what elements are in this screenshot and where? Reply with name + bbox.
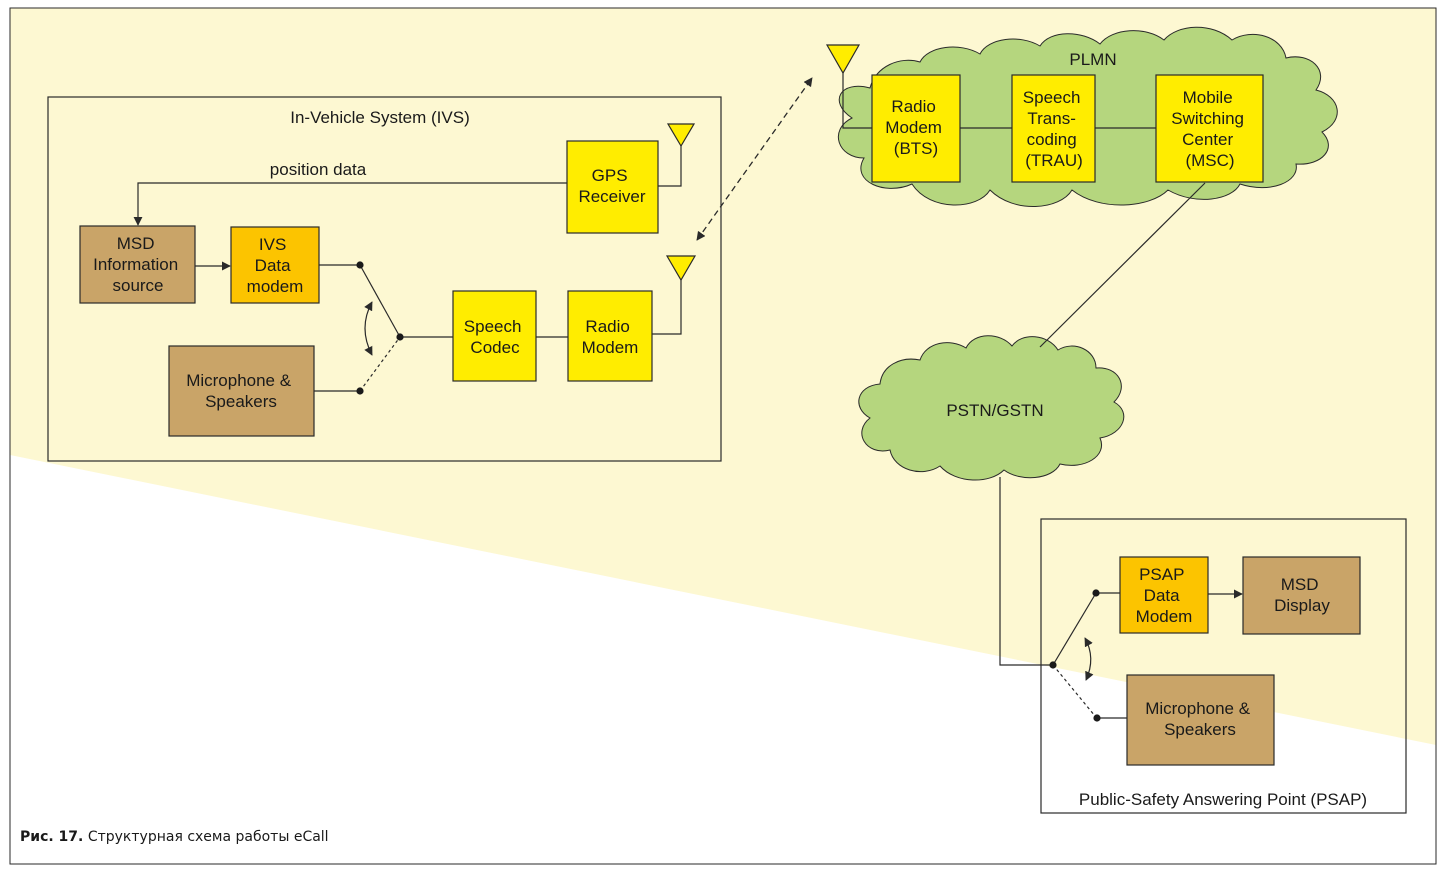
position-data-label: position data — [270, 160, 367, 179]
speech-codec-block — [452, 290, 537, 382]
gps-antenna-mast — [658, 138, 682, 187]
psap-switch-contact-bottom — [1093, 714, 1101, 722]
pstn-title: PSTN/GSTN — [946, 401, 1043, 420]
msd-information-source-block — [79, 225, 196, 304]
position-data-line — [133, 182, 567, 226]
psap-data-modem-line-3: Modem — [1136, 607, 1193, 626]
bts-line-3: (BTS) — [894, 139, 938, 158]
msc-to-pstn-line — [1039, 182, 1206, 348]
msc-line-2: Switching — [1171, 109, 1244, 128]
bts-antenna-icon — [825, 44, 861, 75]
ivs-data-modem-line-2: Data — [255, 256, 291, 275]
bts-line-2: Modem — [885, 118, 942, 137]
bts-block — [871, 74, 961, 183]
ivs-microphone-speakers-label: Microphone & Speakers — [186, 371, 296, 411]
ivs-switch-arrow — [364, 301, 373, 356]
ivs-radio-modem-block — [567, 290, 653, 382]
ivs-data-modem-line-3: modem — [247, 277, 304, 296]
outer-frame — [9, 7, 1437, 865]
msd-source-line-3: source — [112, 276, 163, 295]
ivs-radio-modem-line-1: Radio — [585, 317, 629, 336]
msd-source-line-2: Information — [93, 255, 178, 274]
ivs-radio-modem-label: Radio Modem — [582, 317, 639, 357]
pstn-cloud — [858, 335, 1125, 481]
psap-data-modem-line-1: PSAP — [1139, 565, 1184, 584]
psap-switch-contact-top — [1092, 589, 1100, 597]
radio-antenna-mast — [652, 278, 682, 335]
ivs-microphone-line-1: Microphone & — [186, 371, 292, 390]
ivs-switch-contact-top — [356, 261, 364, 269]
ivs-radio-antenna-icon — [665, 255, 697, 282]
ivs-radio-modem-line-2: Modem — [582, 338, 639, 357]
ivs-data-modem-block — [230, 226, 320, 304]
gps-receiver-line-2: Receiver — [578, 187, 645, 206]
caption-text: Структурная схема работы eCall — [83, 829, 329, 845]
ivs-microphone-speakers-block — [168, 345, 315, 437]
ivs-switch-open-contact — [359, 336, 401, 392]
speech-codec-label: Speech Codec — [464, 317, 526, 357]
msd-display-line-1: MSD — [1281, 575, 1319, 594]
ivs-data-modem-label: IVS Data modem — [247, 235, 304, 296]
ivs-frame — [47, 96, 722, 462]
speech-codec-line-1: Speech — [464, 317, 522, 336]
gps-receiver-line-1: GPS — [592, 166, 628, 185]
psap-microphone-speakers-block — [1126, 674, 1275, 766]
ivs-microphone-line-2: Speakers — [205, 392, 277, 411]
psap-data-modem-label: PSAP Data Modem — [1136, 565, 1193, 626]
msd-display-block — [1242, 556, 1361, 635]
pstn-to-psap-line — [999, 477, 1053, 666]
radio-link — [696, 77, 813, 241]
trau-line-1: Speech — [1023, 88, 1081, 107]
msc-block — [1155, 74, 1264, 183]
trau-line-4: (TRAU) — [1025, 151, 1083, 170]
msd-display-label: MSD Display — [1274, 575, 1330, 615]
psap-data-modem-line-2: Data — [1144, 586, 1180, 605]
msd-display-line-2: Display — [1274, 596, 1330, 615]
psap-microphone-speakers-label: Microphone & Speakers — [1145, 699, 1255, 739]
psap-switch-open-contact — [1052, 664, 1096, 717]
psap-title: Public-Safety Answering Point (PSAP) — [1079, 790, 1367, 809]
bts-antenna-mast — [842, 72, 872, 129]
trau-line-2: Trans- — [1027, 109, 1076, 128]
ivs-switch-common — [396, 333, 404, 341]
psap-microphone-line-1: Microphone & — [1145, 699, 1251, 718]
msc-line-3: Center — [1182, 130, 1233, 149]
trau-line-3: coding — [1027, 130, 1077, 149]
caption-prefix: Рис. 17. — [20, 829, 84, 845]
ivs-switch-blade — [359, 264, 401, 338]
msc-label: Mobile Switching Center (MSC) — [1171, 88, 1249, 170]
plmn-title: PLMN — [1069, 50, 1116, 69]
gps-receiver-block — [566, 140, 659, 234]
bts-line-1: Radio — [891, 97, 935, 116]
psap-switch-common — [1049, 661, 1057, 669]
figure-caption: Рис. 17. Структурная схема работы eCall — [20, 829, 329, 845]
psap-switch-blade — [1052, 592, 1097, 666]
msd-source-line-1: MSD — [117, 234, 155, 253]
psap-frame — [1040, 518, 1407, 814]
trau-block — [1011, 74, 1096, 183]
trau-label: Speech Trans- coding (TRAU) — [1023, 88, 1085, 170]
gps-receiver-label: GPS Receiver — [578, 166, 645, 206]
ivs-switch-contact-bottom — [356, 387, 364, 395]
bts-label: Radio Modem (BTS) — [885, 97, 946, 158]
psap-microphone-line-2: Speakers — [1164, 720, 1236, 739]
gps-antenna-icon — [666, 123, 696, 148]
msc-line-1: Mobile — [1183, 88, 1233, 107]
ivs-title: In-Vehicle System (IVS) — [290, 108, 470, 127]
psap-switch-arrow — [1084, 637, 1094, 681]
ivs-data-modem-line-1: IVS — [259, 235, 286, 254]
speech-codec-line-2: Codec — [470, 338, 520, 357]
msc-line-4: (MSC) — [1185, 151, 1234, 170]
psap-data-modem-block — [1119, 556, 1209, 634]
msd-information-source-label: MSD Information source — [93, 234, 183, 295]
